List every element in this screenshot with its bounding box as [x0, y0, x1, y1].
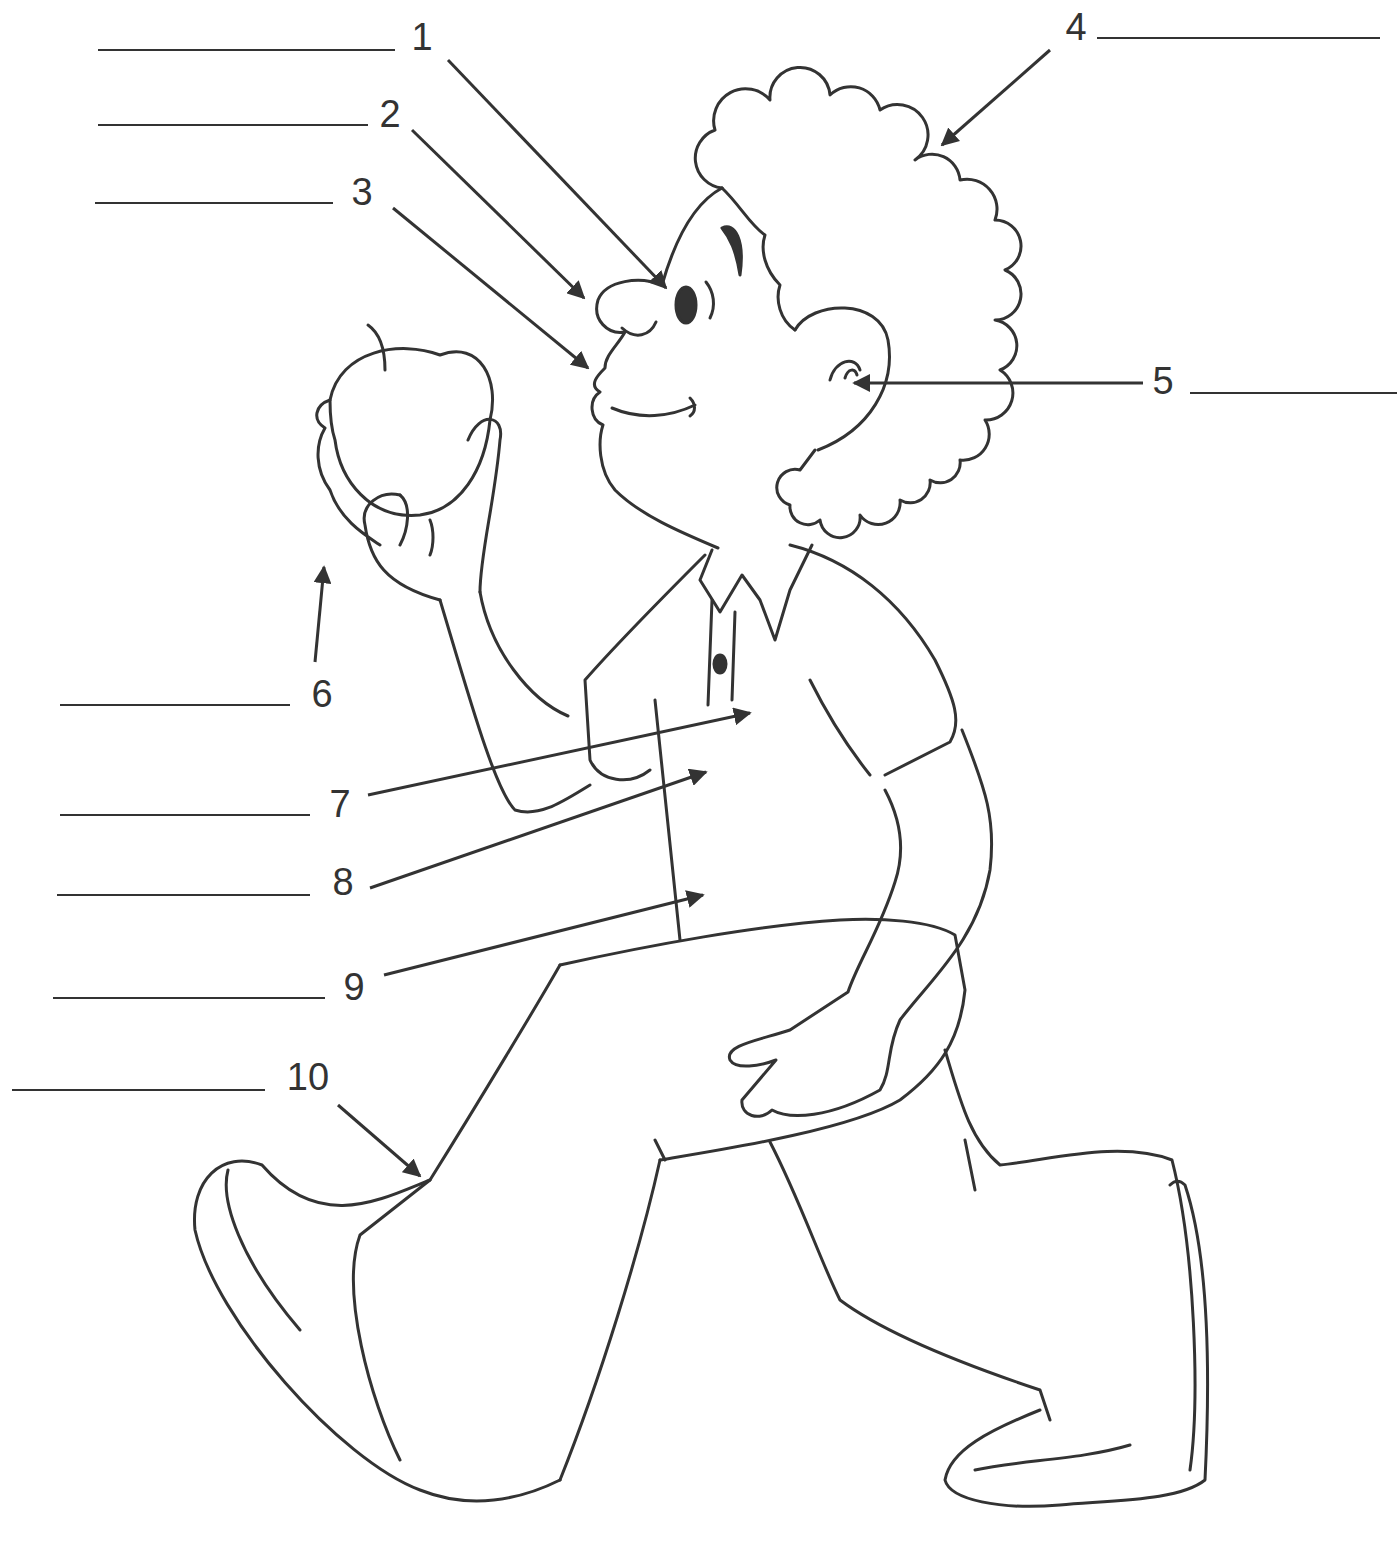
- callout-number: 3: [351, 172, 372, 214]
- eye: [676, 287, 696, 323]
- answer-line: [95, 202, 333, 204]
- hairline: [722, 188, 795, 330]
- leader-arrow: [412, 130, 584, 298]
- eye-crease: [706, 282, 713, 318]
- pants-crease: [655, 1140, 975, 1190]
- boy-drawing: [194, 67, 1207, 1506]
- collar: [700, 545, 812, 640]
- left-arm: [440, 592, 590, 812]
- front-leg: [354, 965, 660, 1480]
- waist: [560, 919, 965, 1160]
- hand: [317, 400, 440, 600]
- callout-number: 7: [329, 784, 350, 826]
- eyebrow: [722, 227, 741, 275]
- button: [714, 655, 726, 673]
- right-arm: [729, 730, 991, 1116]
- hair: [695, 67, 1021, 537]
- fingers: [468, 419, 501, 592]
- thumb: [400, 495, 433, 555]
- callout-number: 9: [343, 967, 364, 1009]
- answer-line: [1190, 392, 1397, 394]
- answer-line: [98, 49, 395, 51]
- ear-inner: [830, 361, 860, 380]
- mouth: [612, 398, 695, 416]
- callout-number: 8: [332, 862, 353, 904]
- apple: [330, 349, 493, 516]
- shirt-right: [790, 545, 956, 775]
- leader-arrow: [942, 50, 1050, 145]
- leader-arrow: [448, 60, 666, 288]
- ear: [795, 308, 889, 450]
- leader-arrows: [315, 50, 1143, 1176]
- face: [592, 188, 722, 548]
- apple-stem: [368, 325, 385, 370]
- leader-arrow: [384, 895, 703, 975]
- callout-number: 6: [311, 674, 332, 716]
- leader-arrow: [393, 208, 588, 368]
- leader-arrow: [854, 382, 1143, 385]
- leader-arrow: [338, 1105, 420, 1176]
- leader-arrow: [368, 713, 750, 795]
- answer-line: [53, 997, 325, 999]
- back-leg: [770, 1050, 1195, 1470]
- answer-line: [98, 124, 368, 126]
- callout-number: 5: [1152, 361, 1173, 403]
- answer-line: [60, 814, 310, 816]
- callout-number: 1: [411, 17, 432, 59]
- placket: [708, 600, 735, 705]
- answer-line: [57, 894, 310, 896]
- answer-line: [12, 1089, 265, 1091]
- callout-number: 10: [287, 1057, 329, 1099]
- sleeve-crease: [810, 680, 870, 775]
- answer-line: [1097, 37, 1380, 39]
- left-shoe: [194, 1161, 560, 1501]
- answer-line: [60, 704, 290, 706]
- answer-lines: [12, 38, 1397, 1090]
- callout-number: 4: [1065, 7, 1086, 49]
- leader-arrow: [315, 567, 324, 662]
- callout-number: 2: [379, 94, 400, 136]
- right-shoe: [945, 1181, 1208, 1506]
- leader-arrow: [370, 772, 706, 888]
- nose-line: [622, 322, 656, 335]
